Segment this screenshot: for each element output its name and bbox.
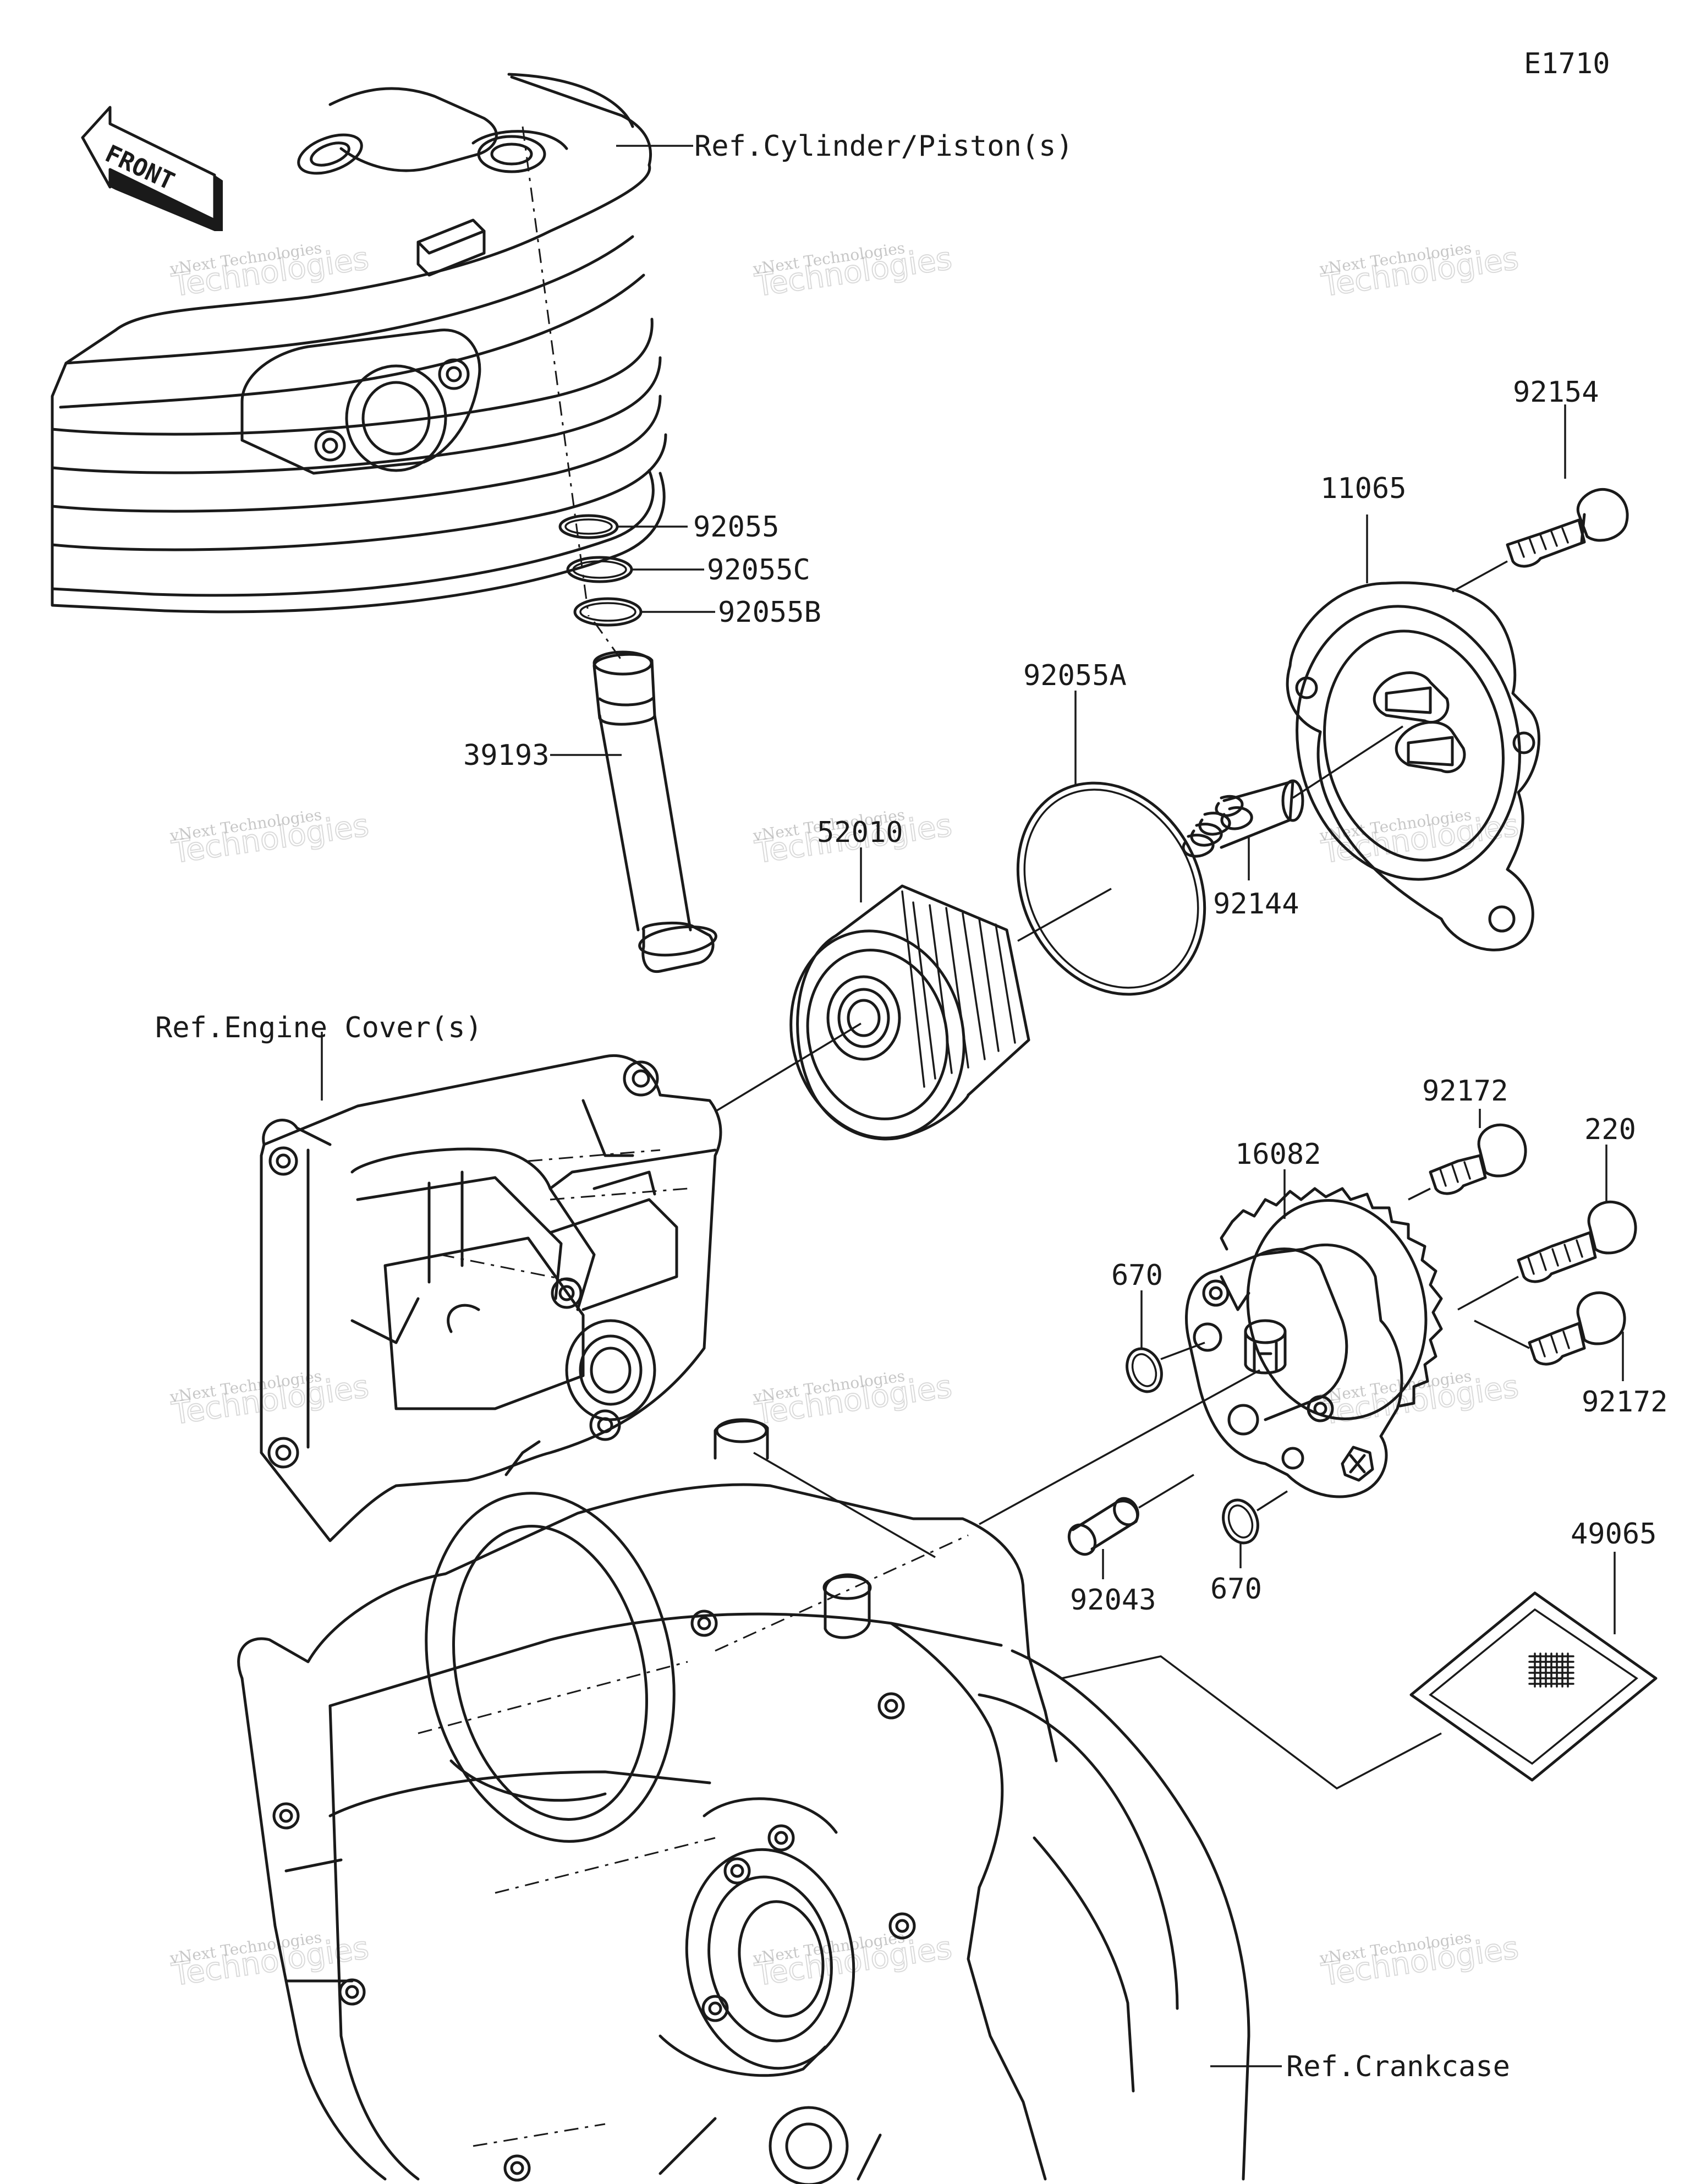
diagram-code: E1710 xyxy=(1524,47,1610,80)
part-92043: 92043 xyxy=(1070,1584,1156,1617)
o-ring-670-lower xyxy=(1222,1498,1259,1545)
cylinder-reference-drawing xyxy=(51,73,667,617)
part-16082: 16082 xyxy=(1235,1138,1321,1171)
watermark: Technologies vNext Technologies xyxy=(751,239,954,304)
oil-filter-52010 xyxy=(789,884,1030,1141)
oil-pipe-39193 xyxy=(592,650,717,973)
watermark: Technologies vNext Technologies xyxy=(1318,1367,1521,1432)
part-670-upper: 670 xyxy=(1111,1259,1163,1292)
engine-cover-reference-drawing xyxy=(260,1054,722,1542)
part-220: 220 xyxy=(1584,1113,1636,1146)
label-hatch-icon xyxy=(1528,1652,1574,1688)
label-placement-line xyxy=(1061,1655,1442,1790)
bolt-92172-lower xyxy=(1528,1291,1626,1366)
part-52010: 52010 xyxy=(817,816,903,849)
watermarks: Technologies vNext Technologies Technolo… xyxy=(168,239,1521,1994)
part-11065: 11065 xyxy=(1320,472,1407,505)
oil-pump-16082 xyxy=(1185,1187,1443,1498)
ref-engine-cover-label: Ref.Engine Cover(s) xyxy=(155,1011,482,1044)
caution-label-49065 xyxy=(1409,1591,1658,1782)
part-92154: 92154 xyxy=(1513,376,1599,409)
part-39193: 39193 xyxy=(463,739,550,772)
part-670-lower: 670 xyxy=(1210,1573,1262,1606)
crankcase-reference-drawing xyxy=(237,1418,1250,2184)
part-49065: 49065 xyxy=(1571,1518,1657,1551)
part-92172-lower: 92172 xyxy=(1582,1386,1668,1419)
front-arrow-icon: FRONT xyxy=(81,106,223,231)
part-92055A: 92055A xyxy=(1023,659,1127,692)
ref-cylinder-label: Ref.Cylinder/Piston(s) xyxy=(694,130,1073,163)
spring-92144 xyxy=(1182,779,1304,858)
watermark: Technologies vNext Technologies xyxy=(168,806,371,871)
ref-crankcase-label: Ref.Crankcase xyxy=(1286,2050,1510,2083)
dowel-pin-92043 xyxy=(1067,1497,1139,1556)
watermark: Technologies vNext Technologies xyxy=(751,1367,954,1432)
watermark: Technologies vNext Technologies xyxy=(1318,1928,1521,1994)
o-ring-92055 xyxy=(558,514,619,539)
part-92144: 92144 xyxy=(1213,888,1299,921)
filter-cover-11065 xyxy=(1286,581,1540,951)
part-92055B: 92055B xyxy=(718,596,821,629)
bolt-92172-upper xyxy=(1429,1123,1527,1195)
o-ring-92055B xyxy=(573,597,643,627)
part-92055C: 92055C xyxy=(707,554,810,587)
bolt-92154 xyxy=(1506,488,1629,568)
part-92172-upper: 92172 xyxy=(1422,1075,1508,1108)
part-92055: 92055 xyxy=(693,511,780,544)
filter-axis-line xyxy=(715,1022,862,1113)
bolt-220 xyxy=(1517,1200,1637,1283)
watermark: Technologies vNext Technologies xyxy=(1318,239,1521,304)
watermark: Technologies vNext Technologies xyxy=(168,1367,371,1432)
o-ring-670-upper xyxy=(1126,1347,1163,1393)
